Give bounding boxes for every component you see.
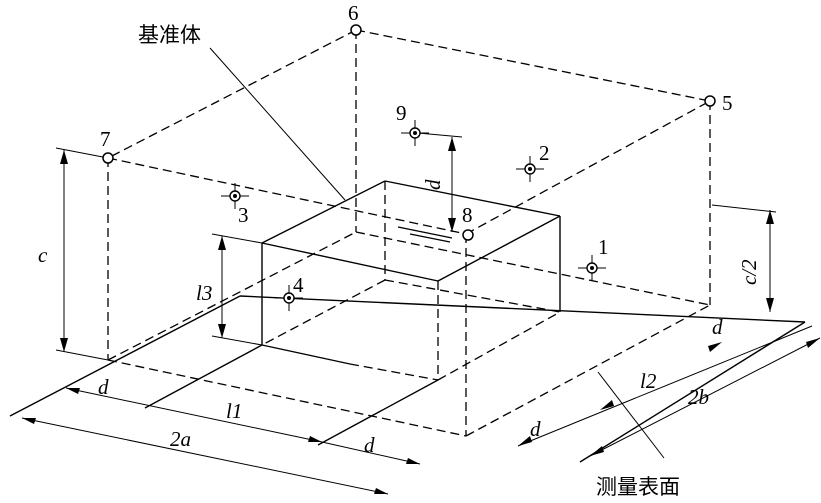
point-2-label: 2: [539, 141, 550, 165]
point-2-marker: [516, 156, 544, 182]
dimension-l1-label: l1: [226, 399, 242, 423]
point-8-label: 8: [462, 203, 473, 227]
dimension-c: [55, 147, 109, 361]
reference-body-leader: [209, 47, 346, 201]
dimension-d-mid-label: d: [364, 433, 375, 457]
dimension-l3-label: l3: [196, 281, 212, 305]
reference-body-label: 基准体: [138, 23, 201, 47]
dimension-bottom-left: [21, 387, 421, 495]
point-3-marker: [221, 183, 249, 209]
point-7-label: 7: [100, 127, 111, 151]
dimension-c-half: [711, 204, 777, 312]
dimension-c-label: c: [38, 243, 48, 267]
point-9-label: 9: [396, 101, 407, 125]
dimension-d-bottom-right-label: d: [530, 417, 541, 441]
dimension-d-vertical-label: d: [421, 179, 445, 190]
dimension-l3: [211, 233, 263, 346]
dimension-d-vertical: [417, 132, 463, 232]
reference-body: [261, 180, 561, 381]
point-1-label: 1: [598, 235, 609, 259]
point-8-marker: [462, 229, 474, 241]
point-9-marker: [401, 120, 429, 146]
dimension-c-half-label: c/2: [737, 259, 761, 285]
point-6-marker: [350, 24, 362, 36]
point-6-label: 6: [348, 1, 359, 25]
dimension-2b-label: 2b: [688, 385, 709, 409]
point-1-marker: [578, 255, 606, 281]
point-5-marker: [704, 95, 716, 107]
measurement-box: [107, 29, 711, 437]
dimension-bottom-right: [517, 325, 821, 457]
measuring-surface-label: 测量表面: [596, 475, 680, 499]
point-7-marker: [102, 152, 114, 164]
point-5-label: 5: [722, 91, 733, 115]
point-3-label: 3: [238, 203, 249, 227]
measuring-surface: [9, 295, 806, 463]
measuring-surface-leader: [597, 371, 665, 459]
point-4-marker: [275, 285, 303, 311]
dimension-d-left-label: d: [98, 375, 109, 399]
dimension-d-right-label: d: [712, 315, 723, 339]
dimension-l2-label: l2: [640, 369, 657, 393]
dimension-2a-label: 2a: [170, 427, 191, 451]
point-4-label: 4: [293, 273, 304, 297]
